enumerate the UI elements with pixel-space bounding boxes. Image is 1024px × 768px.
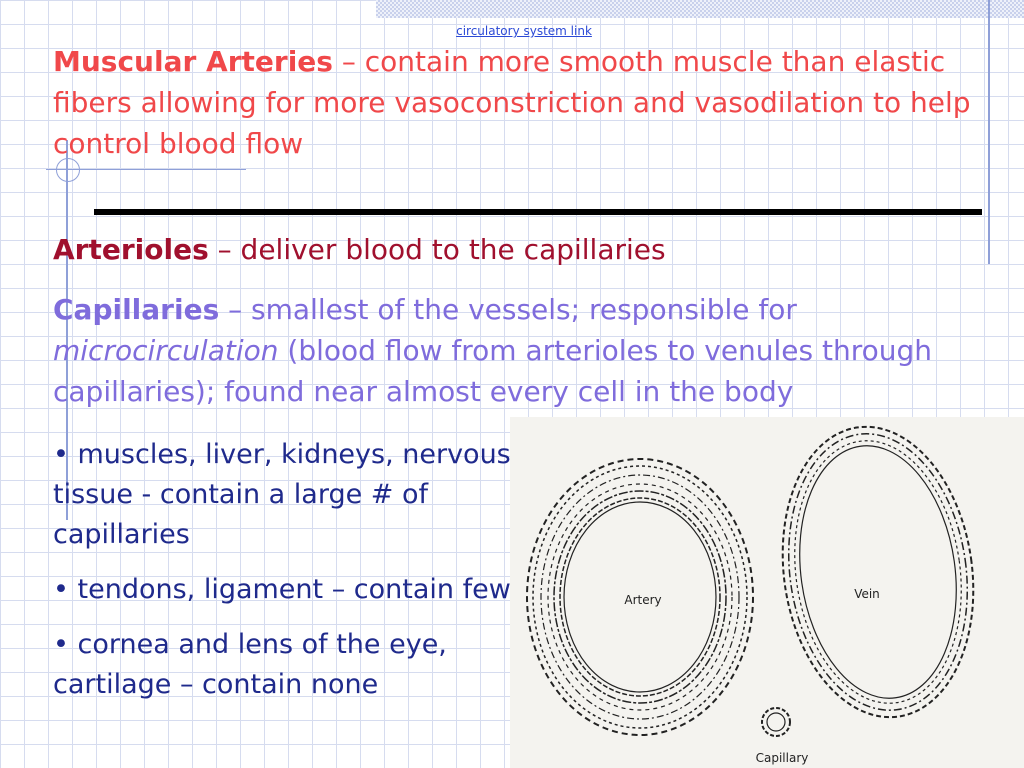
decorative-ring [56, 158, 80, 182]
bullet-few: • tendons, ligament – contain few [53, 574, 511, 605]
artery-drawing [526, 458, 754, 736]
capillaries-definition-part1: – smallest of the vessels; responsible f… [219, 293, 797, 326]
bullet-large-number: • muscles, liver, kidneys, nervous tissu… [53, 439, 511, 550]
bullet-none: • cornea and lens of the eye, cartilage … [53, 629, 447, 700]
circulatory-system-link[interactable]: circulatory system link [456, 24, 592, 38]
vein-label: Vein [854, 587, 880, 601]
muscular-arteries-paragraph: Muscular Arteries – contain more smooth … [53, 41, 1024, 164]
header-pattern-band [376, 0, 1024, 18]
right-decorative-line [988, 0, 990, 264]
arterioles-term: Arterioles [53, 233, 209, 266]
left-decorative-line [66, 140, 68, 520]
arterioles-paragraph: Arterioles – deliver blood to the capill… [53, 229, 993, 270]
vessel-drawing: Artery Vein Capillary [526, 425, 975, 765]
muscular-arteries-term: Muscular Arteries [53, 45, 333, 78]
capillaries-paragraph: Capillaries – smallest of the vessels; r… [53, 289, 1013, 412]
arterioles-definition: – deliver blood to the capillaries [208, 233, 666, 266]
muscular-arteries-definition: – contain more smooth muscle than elasti… [53, 45, 971, 160]
capillary-drawing [761, 707, 791, 737]
capillary-density-list: • muscles, liver, kidneys, nervous tissu… [53, 435, 513, 720]
artery-label: Artery [624, 593, 661, 607]
microcirculation-term: microcirculation [53, 334, 279, 367]
section-divider [94, 209, 982, 215]
capillaries-definition-part2: (blood flow from arterioles to venules t… [53, 334, 933, 408]
capillaries-term: Capillaries [53, 293, 220, 326]
capillary-label: Capillary [756, 751, 809, 765]
decorative-rule [46, 169, 246, 170]
vessel-cross-section-figure: Artery Vein Capillary [510, 417, 1024, 768]
vein-drawing [781, 425, 975, 719]
